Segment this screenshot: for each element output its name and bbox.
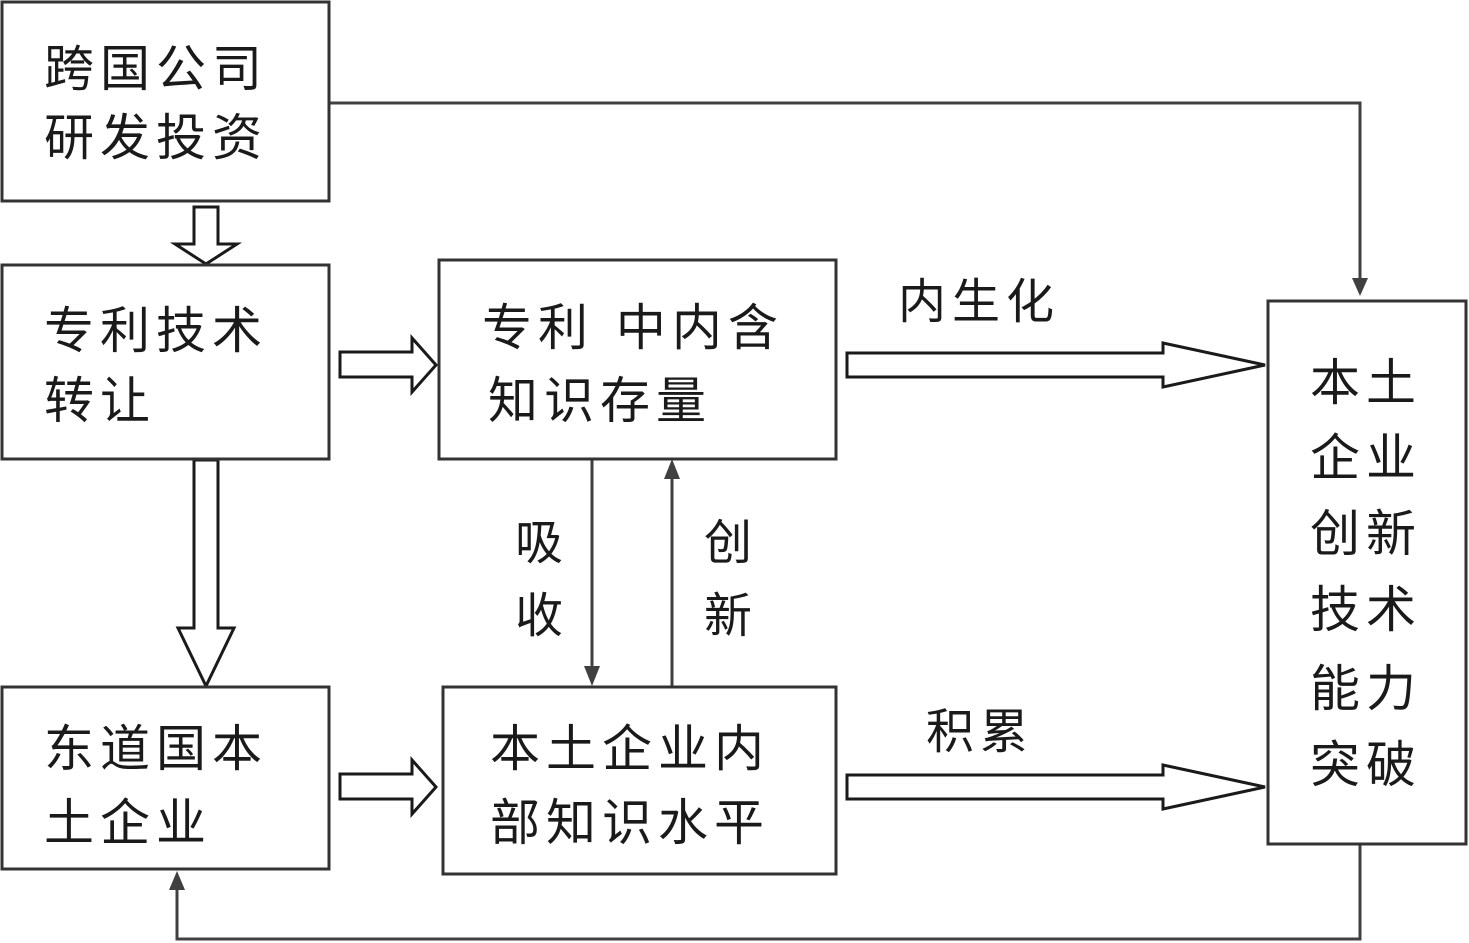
patent-transfer-line2: 转让 bbox=[44, 372, 156, 430]
arrow-breakthrough-to-host bbox=[175, 845, 1362, 941]
arrow-head-absorb bbox=[584, 666, 600, 686]
internal-knowledge-line2: 部知识水平 bbox=[490, 794, 770, 852]
arrow-head-innovate bbox=[664, 459, 680, 479]
block-arrow-host-to-internal bbox=[338, 756, 439, 818]
mnc-rd-line1: 跨国公司 bbox=[44, 40, 268, 98]
node-host-firms bbox=[0, 685, 331, 871]
label-accumulate: 积累 bbox=[926, 704, 1034, 760]
block-arrow-transfer-to-host bbox=[175, 458, 237, 690]
arrow-rd-to-breakthrough bbox=[330, 101, 1362, 292]
node-mnc-rd bbox=[0, 0, 331, 203]
block-arrow-transfer-to-knowledge bbox=[338, 334, 439, 396]
arrow-head-rd-to-breakthrough bbox=[1352, 278, 1368, 296]
breakthrough-line6: 突破 bbox=[1310, 736, 1422, 794]
label-innovate-2: 新 bbox=[704, 588, 758, 644]
label-internalize: 内生化 bbox=[898, 274, 1060, 330]
node-patent-transfer bbox=[0, 263, 331, 461]
breakthrough-line3: 创新 bbox=[1310, 505, 1422, 563]
block-arrow-rd-to-transfer bbox=[169, 205, 243, 266]
breakthrough-line5: 能力 bbox=[1310, 660, 1422, 718]
label-absorb-1: 吸 bbox=[515, 515, 569, 571]
host-firms-line1: 东道国本 bbox=[44, 720, 268, 778]
patent-transfer-line1: 专利技术 bbox=[44, 302, 268, 360]
patent-knowledge-line1: 专利 中内含 bbox=[482, 299, 784, 357]
block-arrow-accumulate bbox=[845, 763, 1266, 811]
mnc-rd-line2: 研发投资 bbox=[44, 109, 268, 167]
block-arrow-internalize bbox=[845, 341, 1266, 389]
node-patent-knowledge bbox=[437, 258, 838, 461]
internal-knowledge-line1: 本土企业内 bbox=[490, 720, 770, 778]
breakthrough-line2: 企业 bbox=[1310, 429, 1422, 487]
patent-knowledge-line2: 知识存量 bbox=[488, 372, 712, 430]
node-innovation-breakthrough bbox=[1266, 299, 1468, 846]
host-firms-line2: 土企业 bbox=[44, 794, 212, 852]
breakthrough-line4: 技术 bbox=[1310, 581, 1422, 639]
breakthrough-line1: 本土 bbox=[1310, 354, 1422, 412]
node-internal-knowledge bbox=[441, 685, 838, 876]
label-absorb-2: 收 bbox=[515, 588, 569, 644]
label-innovate-1: 创 bbox=[704, 515, 758, 571]
arrow-head-breakthrough-to-host bbox=[169, 871, 185, 890]
